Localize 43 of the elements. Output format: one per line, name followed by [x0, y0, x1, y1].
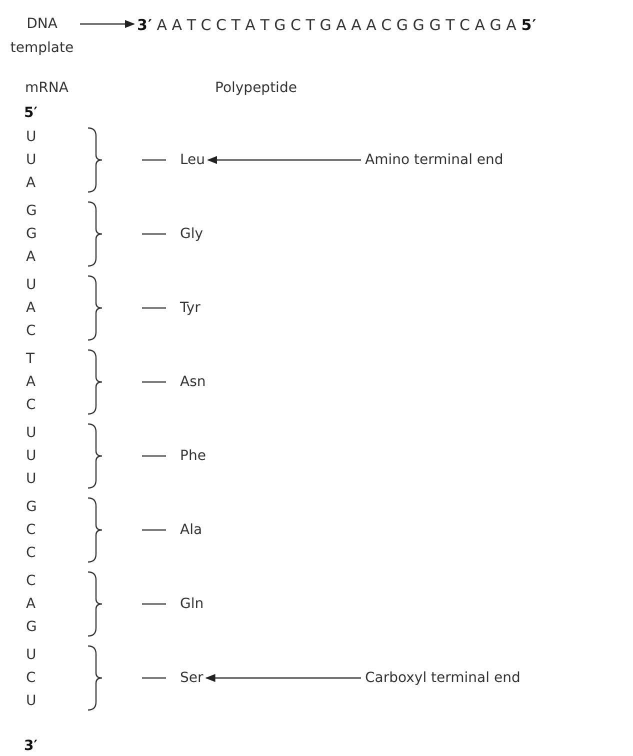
nucleotide-letter: C: [26, 396, 36, 414]
nucleotide-letter: U: [26, 646, 36, 664]
arrow: [207, 156, 361, 164]
nucleotide-letter: U: [26, 470, 36, 488]
amino-acid-label: Leu: [180, 151, 206, 169]
nucleotide-letter: A: [26, 299, 36, 317]
nucleotide-letter: U: [26, 151, 36, 169]
column-heading: Polypeptide: [215, 79, 297, 97]
dna-sequence: 3′ A A T C C T A T G C T G A A A C G G G T C A G A 5′: [137, 16, 537, 34]
amino-acid-label: Ser: [180, 669, 204, 687]
amino-acid-label: Phe: [180, 447, 206, 465]
amino-acid-label: Ala: [180, 521, 202, 539]
nucleotide-letter: U: [26, 692, 36, 710]
nucleotide-letter: U: [26, 276, 36, 294]
nucleotide-letter: A: [26, 174, 36, 192]
strand-end-label: 5′: [24, 104, 38, 122]
nucleotide-letter: C: [26, 572, 36, 590]
amino-acid-label: Tyr: [180, 299, 200, 317]
nucleotide-letter: A: [26, 595, 36, 613]
dna-template-label: DNA template: [6, 12, 78, 60]
nucleotide-letter: C: [26, 521, 36, 539]
arrow: [205, 674, 361, 682]
nucleotide-letter: U: [26, 447, 36, 465]
amino-acid-label: Gln: [180, 595, 204, 613]
nucleotide-letter: G: [26, 498, 37, 516]
nucleotide-letter: G: [26, 225, 37, 243]
terminal-end-label: Carboxyl terminal end: [365, 669, 520, 687]
nucleotide-letter: U: [26, 128, 36, 146]
nucleotide-letter: C: [26, 544, 36, 562]
strand-end-label: 3′: [24, 737, 38, 755]
nucleotide-letter: C: [26, 322, 36, 340]
nucleotide-letter: G: [26, 202, 37, 220]
nucleotide-letter: G: [26, 618, 37, 636]
nucleotide-letter: A: [26, 373, 36, 391]
terminal-end-label: Amino terminal end: [365, 151, 504, 169]
arrow: [80, 20, 135, 28]
nucleotide-letter: C: [26, 669, 36, 687]
nucleotide-letter: A: [26, 248, 36, 266]
amino-acid-label: Gly: [180, 225, 204, 243]
amino-acid-label: Asn: [180, 373, 206, 391]
nucleotide-letter: T: [26, 350, 35, 368]
nucleotide-letter: U: [26, 424, 36, 442]
column-heading: mRNA: [25, 79, 68, 97]
